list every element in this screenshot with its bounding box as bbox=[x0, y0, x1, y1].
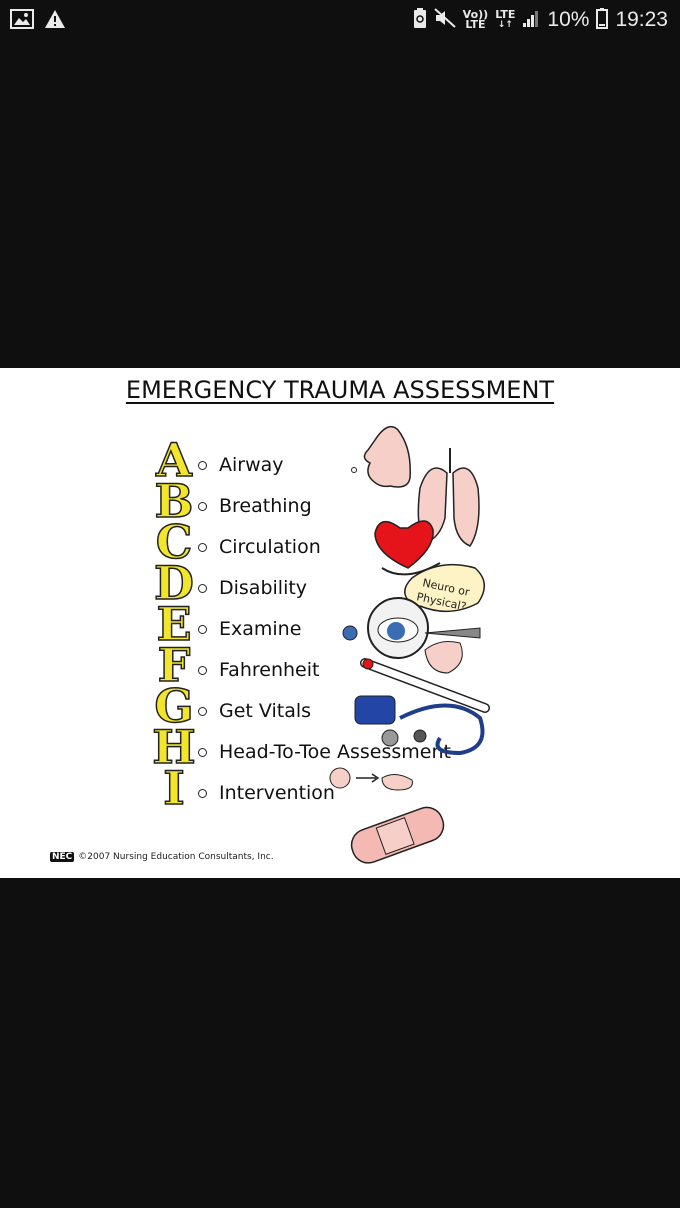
bandage-icon bbox=[350, 806, 445, 864]
list-item: Breathing bbox=[198, 495, 451, 536]
nose-icon bbox=[351, 425, 411, 488]
mnemonic-letter: I bbox=[162, 761, 185, 815]
mnemonic-letter: A bbox=[155, 433, 192, 487]
copyright-footer: NEC ©2007 Nursing Education Consultants,… bbox=[50, 852, 274, 862]
status-bar: Vo)) LTE LTE ↓↑ 10% 19:23 bbox=[0, 0, 680, 42]
volte-indicator: Vo)) LTE bbox=[462, 8, 489, 31]
battery-icon bbox=[596, 7, 609, 33]
list-item: Disability bbox=[198, 577, 451, 618]
bullet-icon bbox=[198, 707, 207, 716]
mute-icon bbox=[433, 8, 456, 32]
illustrations: Neuro or Physical? bbox=[329, 425, 490, 864]
nec-logo: NEC bbox=[50, 852, 75, 862]
item-label: Head-To-Toe Assessment bbox=[219, 741, 451, 763]
lte-indicator: LTE ↓↑ bbox=[495, 8, 516, 30]
heart-icon bbox=[374, 520, 441, 576]
signal-icon bbox=[522, 8, 540, 32]
mnemonic-letter: D bbox=[153, 556, 194, 610]
lte-label: LTE bbox=[495, 8, 516, 21]
list-item: Circulation bbox=[198, 536, 451, 577]
mnemonic-letter: E bbox=[156, 597, 193, 651]
bullet-icon bbox=[198, 502, 207, 511]
bullet-icon bbox=[198, 461, 207, 470]
bullet-icon bbox=[198, 584, 207, 593]
mnemonic-letters: A B C D E F G H I bbox=[148, 433, 200, 815]
item-label: Circulation bbox=[219, 536, 321, 558]
bullet-icon bbox=[198, 543, 207, 552]
bullet-icon bbox=[198, 748, 207, 757]
copyright-text: ©2007 Nursing Education Consultants, Inc… bbox=[78, 852, 274, 862]
item-label: Examine bbox=[219, 618, 302, 640]
bullet-icon bbox=[198, 625, 207, 634]
item-label: Airway bbox=[219, 454, 284, 476]
item-label: Intervention bbox=[219, 782, 335, 804]
item-label: Breathing bbox=[219, 495, 312, 517]
list-item: Fahrenheit bbox=[198, 659, 451, 700]
poster-title: EMERGENCY TRAUMA ASSESSMENT bbox=[125, 376, 555, 404]
stethoscope-icon bbox=[354, 695, 485, 756]
bullet-icon bbox=[198, 666, 207, 675]
bullet-icon bbox=[198, 789, 207, 798]
image-icon bbox=[10, 9, 34, 33]
clock: 19:23 bbox=[615, 8, 668, 31]
face-to-foot-icon bbox=[329, 767, 413, 791]
mnemonic-letter: F bbox=[157, 638, 191, 692]
volte-bottom-label: LTE bbox=[465, 18, 486, 31]
battery-saver-icon bbox=[413, 7, 427, 33]
battery-percent: 10% bbox=[547, 8, 590, 31]
magnifying-glass-eye-icon bbox=[342, 597, 481, 674]
list-item: Examine bbox=[198, 618, 451, 659]
list-item: Intervention bbox=[198, 782, 451, 823]
list-item: Airway bbox=[198, 454, 451, 495]
mnemonic-list: Airway Breathing Circulation Disability … bbox=[198, 454, 451, 823]
mnemonic-letter: H bbox=[152, 720, 197, 774]
mnemonic-letter: B bbox=[154, 474, 194, 528]
thermometer-icon bbox=[360, 658, 490, 713]
warning-icon bbox=[44, 9, 66, 33]
list-item: Head-To-Toe Assessment bbox=[198, 741, 451, 782]
mnemonic-letter: G bbox=[154, 679, 195, 733]
item-label: Disability bbox=[219, 577, 308, 599]
item-label: Fahrenheit bbox=[219, 659, 320, 681]
volte-top-label: Vo)) bbox=[462, 8, 489, 21]
list-item: Get Vitals bbox=[198, 700, 451, 741]
item-label: Get Vitals bbox=[219, 700, 312, 722]
mnemonic-letter: C bbox=[155, 515, 193, 569]
image-viewer[interactable]: EMERGENCY TRAUMA ASSESSMENT A B C D E F … bbox=[0, 368, 680, 878]
